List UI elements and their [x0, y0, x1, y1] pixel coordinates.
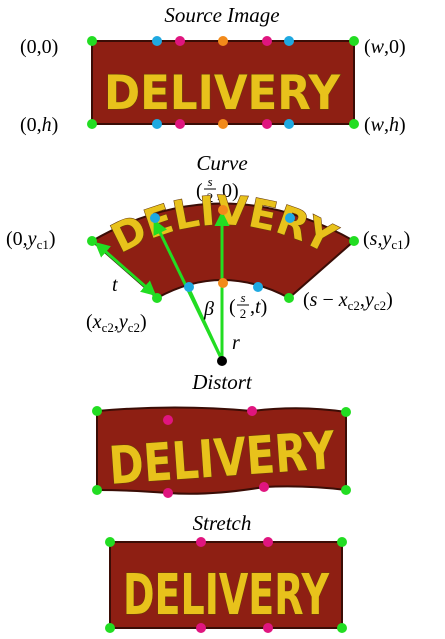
distort-point-top-mid-left [163, 415, 173, 425]
distort-point-bottom-mid-right [259, 482, 269, 492]
label-r: r [232, 332, 240, 354]
curve-point-inner-side-left [184, 282, 194, 292]
curve-point-inner-right [284, 293, 294, 303]
source-point-top-side-right [284, 36, 294, 46]
distort-point-top-left [92, 406, 102, 416]
title-curve: Curve [196, 151, 247, 175]
source-point-bottom-mid-left [175, 119, 185, 129]
source-banner: DELIVERY [91, 40, 355, 125]
curve-point-inner-side-right [253, 282, 263, 292]
label-inner-mid: ( s 2 ,t) [229, 290, 267, 321]
source-point-bottom-side-right [284, 119, 294, 129]
source-control-points [87, 36, 359, 129]
source-banner-text: DELIVERY [104, 66, 341, 121]
stretch-point-bottom-right [337, 623, 347, 633]
label-left: (0,yc1) [6, 228, 56, 252]
label-bottom-left: (0,h) [20, 114, 58, 136]
source-point-top-center [218, 36, 228, 46]
title-stretch: Stretch [193, 511, 252, 535]
svg-text:,t): ,t) [250, 296, 267, 318]
svg-text:s: s [207, 174, 212, 189]
distort-point-bottom-left [92, 485, 102, 495]
curve-point-outer-side-left [150, 213, 160, 223]
stretch-point-top-mid-right [263, 537, 273, 547]
curve-control-points [87, 205, 359, 366]
source-point-top-right [349, 36, 359, 46]
label-t: t [112, 274, 118, 296]
curve-point-outer-side-right [285, 213, 295, 223]
distort-control-points [92, 406, 351, 498]
stretch-point-top-right [337, 537, 347, 547]
curve-point-outer-center [218, 205, 228, 215]
label-inner-right: (s − xc2,yc2) [303, 289, 393, 313]
title-distort: Distort [191, 370, 253, 394]
source-point-bottom-center [218, 119, 228, 129]
source-point-bottom-mid-right [262, 119, 272, 129]
stretch-point-bottom-left [105, 623, 115, 633]
source-point-top-left [87, 36, 97, 46]
curve-point-circle-center [217, 356, 227, 366]
distort-banner: DELIVERY [96, 406, 347, 497]
label-top-left: (0,0) [20, 36, 58, 58]
distort-point-top-mid-right [247, 406, 257, 416]
curve-point-outer-right [349, 236, 359, 246]
stretch-point-top-mid-left [196, 537, 206, 547]
svg-text:s: s [240, 290, 245, 305]
arrow-inner-left [187, 288, 224, 361]
svg-text:,0): ,0) [217, 180, 239, 202]
stretch-control-points [105, 537, 347, 633]
stretch-banner-text: DELIVERY [123, 563, 330, 628]
curve-point-outer-left [87, 236, 97, 246]
distort-point-bottom-mid-left [163, 488, 173, 498]
distort-point-bottom-right [341, 485, 351, 495]
svg-text:(: ( [229, 296, 236, 318]
stretch-point-bottom-mid-right [263, 623, 273, 633]
label-inner-left: (xc2,yc2) [86, 311, 147, 335]
title-source-image: Source Image [164, 3, 279, 27]
distort-point-top-right [341, 407, 351, 417]
source-point-top-mid-left [175, 36, 185, 46]
label-top-mid: ( s 2 ,0) [196, 174, 239, 205]
source-point-top-side-left [152, 36, 162, 46]
source-point-bottom-right [349, 119, 359, 129]
source-point-bottom-left [87, 119, 97, 129]
label-top-right: (w,0) [364, 36, 406, 58]
stretch-point-bottom-mid-left [196, 623, 206, 633]
curve-point-inner-left [152, 293, 162, 303]
svg-text:2: 2 [207, 190, 214, 205]
label-beta: β [203, 298, 214, 320]
svg-text:2: 2 [240, 306, 247, 321]
curve-point-inner-center [218, 278, 228, 288]
source-point-top-mid-right [262, 36, 272, 46]
label-right: (s,yc1) [363, 228, 410, 252]
svg-text:(: ( [196, 180, 203, 202]
stretch-point-top-left [105, 537, 115, 547]
source-point-bottom-side-left [152, 119, 162, 129]
arrow-thickness-t [94, 242, 157, 296]
label-bottom-right: (w,h) [364, 114, 406, 136]
stretch-banner: DELIVERY [109, 541, 343, 629]
